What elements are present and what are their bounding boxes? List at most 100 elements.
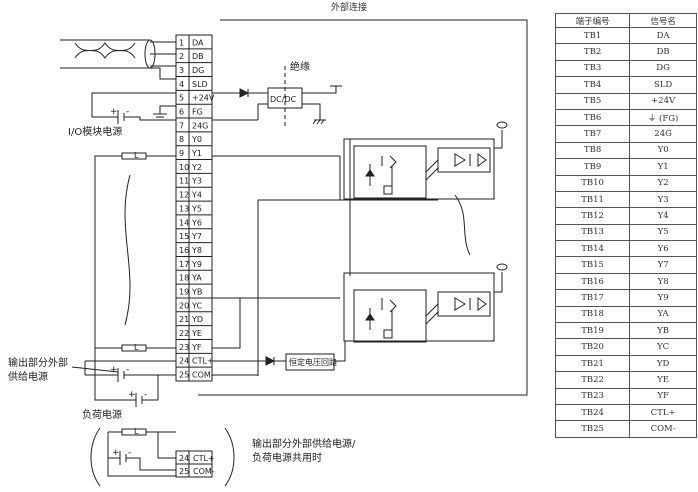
terminal-number-cell: TB22 — [554, 371, 631, 389]
load-symbol-2: L — [134, 343, 139, 352]
table-row: TB6⏚ (FG) — [554, 108, 697, 127]
terminal-number: 6 — [179, 108, 184, 117]
battery-plus-1: + — [110, 107, 118, 117]
external-load-wiring — [71, 152, 176, 407]
ext-supply-label-2: 供给电源 — [8, 370, 48, 383]
terminal-signal: COM- — [192, 371, 214, 380]
output-circuit-1 — [212, 121, 508, 200]
bottom-terminal-sig-com: COM- — [193, 467, 215, 476]
terminal-number: 23 — [179, 343, 189, 352]
terminal-number: 12 — [179, 191, 189, 200]
terminal-number: 15 — [179, 232, 189, 241]
terminal-number-cell: TB11 — [554, 190, 631, 209]
terminal-number: 16 — [179, 246, 189, 255]
terminal-signal: DA — [192, 38, 204, 47]
terminal-number: 8 — [179, 135, 184, 144]
terminal-number-cell: TB15 — [554, 256, 631, 274]
terminal-signal: Y0 — [191, 135, 202, 144]
battery-plus-4: + — [112, 448, 120, 458]
terminal-signal: Y4 — [191, 191, 202, 200]
shared-label-2: 负荷电源共用时 — [252, 451, 322, 464]
signal-name-cell: CTL+ — [629, 403, 697, 422]
battery-minus-2: - — [126, 365, 129, 375]
terminal-number-cell: TB24 — [554, 403, 631, 422]
signal-name-cell: DG — [629, 59, 697, 78]
terminal-number-cell: TB9 — [554, 158, 631, 176]
signal-name-cell: SLD — [629, 76, 697, 94]
terminal-number: 9 — [179, 149, 184, 158]
terminal-signal: Y9 — [191, 260, 202, 269]
signal-name-cell: ⏚ (FG) — [629, 108, 697, 127]
bottom-terminal-num-24: 24 — [179, 454, 189, 463]
terminal-signal: Y1 — [191, 149, 202, 158]
terminal-number-cell: TB6 — [554, 108, 631, 127]
signal-name-cell: Y3 — [629, 190, 697, 209]
signal-name-cell: YA — [629, 305, 697, 324]
battery-minus-3: - — [144, 390, 147, 400]
signal-name-cell: Y6 — [629, 240, 697, 258]
internal-wiring — [212, 139, 471, 376]
terminal-number: 11 — [179, 177, 189, 186]
bottom-terminal-num-25: 25 — [179, 467, 189, 476]
terminal-number-cell: TB5 — [554, 92, 631, 110]
shared-label-1: 输出部分外部供给电源/ — [252, 437, 356, 450]
terminal-number: 1 — [179, 38, 184, 47]
terminal-number: 4 — [179, 80, 184, 89]
terminal-signal: CTL+ — [192, 357, 214, 366]
terminal-number-cell: TB17 — [554, 289, 631, 307]
terminal-number: 19 — [179, 287, 189, 296]
terminal-number-cell: TB12 — [554, 207, 631, 225]
terminal-number-cell: TB20 — [554, 338, 631, 356]
terminal-number: 18 — [179, 274, 189, 283]
terminal-number: 21 — [179, 315, 189, 324]
shared-supply-wiring — [90, 427, 235, 487]
signal-name-cell: 24G — [629, 125, 697, 143]
load-symbol-1: L — [134, 151, 139, 160]
terminal-signal: YF — [191, 343, 202, 352]
header-terminal-number: 端子编号 — [554, 13, 631, 28]
signal-name-cell: Y5 — [629, 223, 697, 242]
ext-supply-label-1: 输出部分外部 — [8, 356, 68, 369]
terminal-number-cell: TB21 — [554, 354, 631, 373]
load-symbol-3: L — [134, 427, 139, 436]
signal-name-cell: YC — [629, 338, 697, 356]
terminal-number-cell: TB19 — [554, 322, 631, 340]
terminal-number: 7 — [179, 121, 184, 130]
terminal-number: 10 — [179, 163, 189, 172]
terminal-number-cell: TB14 — [554, 240, 631, 258]
terminal-number: 24 — [179, 357, 189, 366]
signal-name-cell: COM- — [629, 420, 697, 438]
terminal-number: 3 — [179, 66, 184, 75]
signal-name-cell: Y0 — [629, 141, 697, 160]
signal-name-cell: YB — [629, 322, 697, 340]
battery-plus-2: + — [110, 365, 118, 375]
terminal-number-cell: TB7 — [554, 125, 631, 143]
terminal-number-cell: TB23 — [554, 387, 631, 405]
terminal-signal: Y3 — [191, 177, 202, 186]
terminal-number-cell: TB3 — [554, 59, 631, 78]
terminal-signal: YA — [191, 274, 202, 283]
header-signal-name: 信号名 — [629, 13, 697, 28]
terminal-number: 17 — [179, 260, 189, 269]
terminal-number-cell: TB18 — [554, 305, 631, 324]
output-circuit-2 — [212, 263, 508, 343]
terminal-number: 5 — [179, 94, 184, 103]
